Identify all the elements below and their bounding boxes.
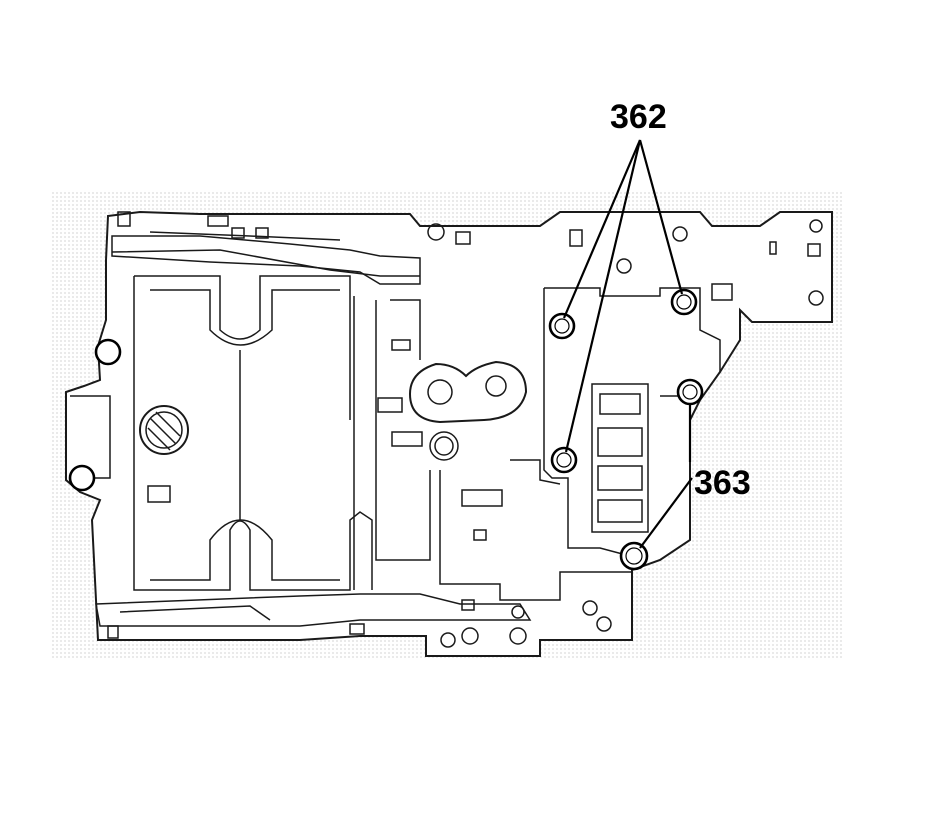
small-holes	[68, 219, 824, 648]
leader-lines-363	[639, 404, 693, 549]
bolt-363-upper	[676, 378, 704, 406]
callout-label-363: 363	[694, 464, 751, 502]
leader-lines-362	[562, 139, 684, 453]
vertical-pockets	[133, 275, 431, 591]
valve-bore-area	[439, 287, 721, 601]
bolt-363-lower	[619, 541, 649, 571]
figure-eight-port	[408, 360, 528, 424]
hatched-plug	[139, 405, 189, 455]
callout-label-362: 362	[610, 98, 667, 136]
small-rectangles	[107, 211, 583, 639]
bolt-362-lower	[550, 446, 578, 474]
bolt-362-upper-left	[548, 312, 576, 340]
bolt-362-right	[670, 288, 698, 316]
right-mounting-ear	[711, 241, 821, 301]
